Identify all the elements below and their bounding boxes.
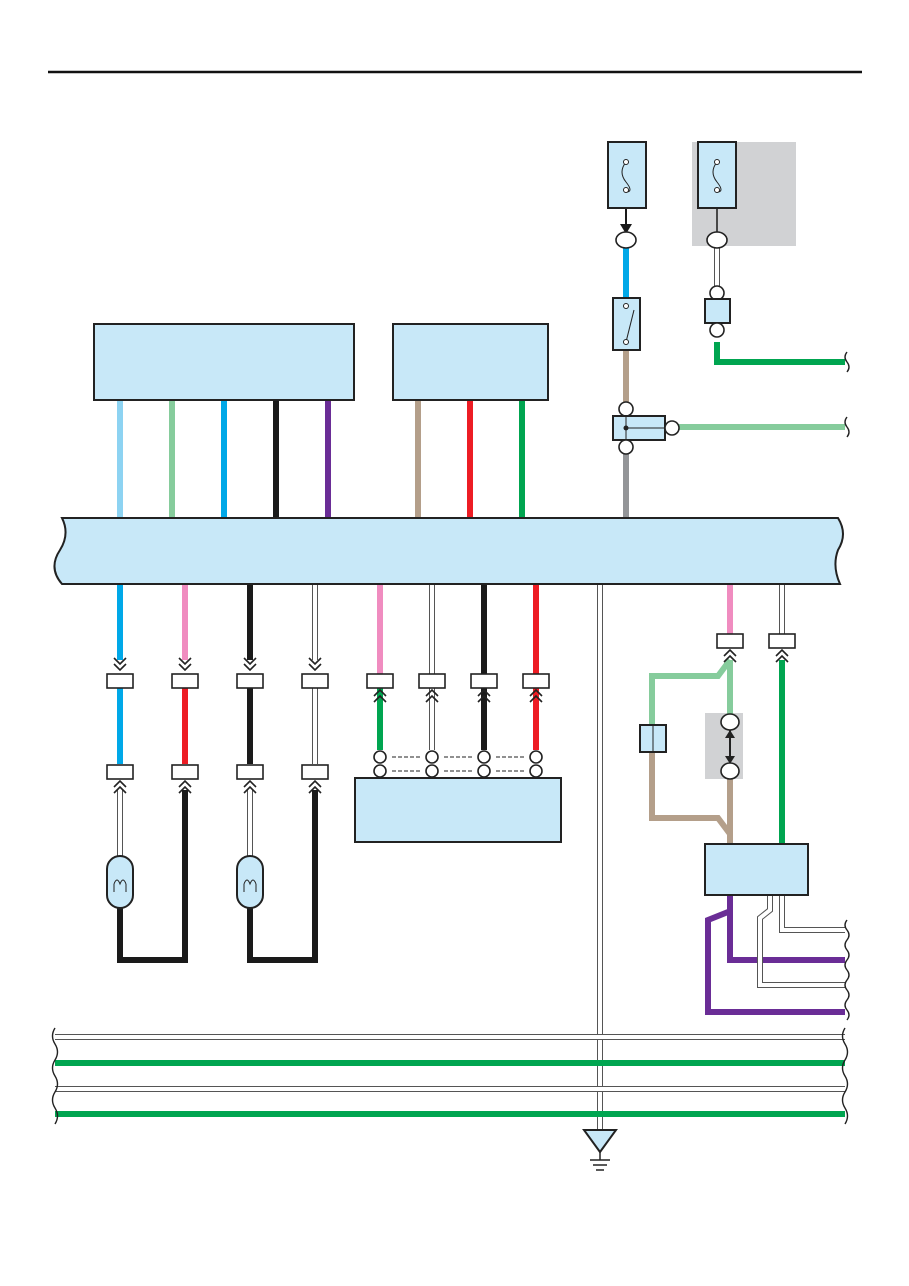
ecu-box-a <box>93 323 355 401</box>
bulb-icon-2 <box>236 855 264 909</box>
module-box-right <box>704 843 809 896</box>
chevron-icons <box>113 648 789 794</box>
junction-icon <box>612 401 680 455</box>
module-terminals <box>373 750 543 778</box>
module-box-center <box>354 777 562 843</box>
main-harness <box>53 517 844 585</box>
bus-lines <box>55 1034 845 1117</box>
bulb-icon <box>106 855 134 909</box>
wire-light-green-branch <box>649 658 733 724</box>
coupler-icon <box>720 713 740 780</box>
wire-tan-branch <box>649 752 733 836</box>
break-marks <box>51 351 850 1125</box>
ecu-box-b <box>392 323 549 401</box>
fuse-icon <box>607 141 647 209</box>
wire-violet-out2 <box>705 909 845 1015</box>
fuse-icon-2 <box>697 141 737 209</box>
wire-black-lamp1-loop <box>117 790 188 963</box>
connector-icon <box>615 231 637 249</box>
wire-black-lamp2-loop <box>247 790 318 963</box>
switch-icon <box>612 297 641 351</box>
connector-icon-2 <box>706 231 728 249</box>
wire-violet-out1 <box>727 895 845 963</box>
ground-icon <box>582 1129 618 1171</box>
connectors-row <box>106 633 796 780</box>
wire-white-outs <box>757 895 845 988</box>
wire-green-fuse2 <box>714 342 845 365</box>
arrow-icon <box>620 224 632 234</box>
connector-block-icon <box>704 285 731 338</box>
